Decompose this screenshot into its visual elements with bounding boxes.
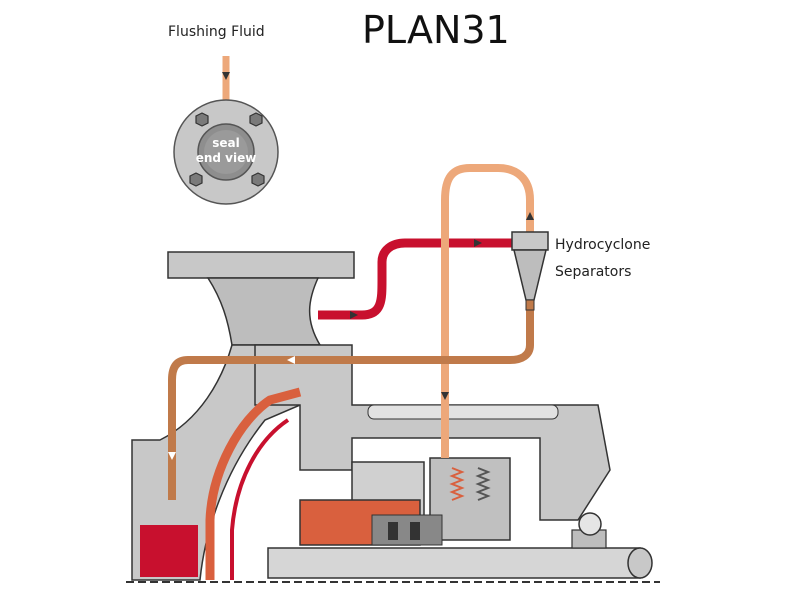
suction-process-fluid (140, 525, 198, 577)
clean-flush-line (441, 164, 534, 458)
gland-bolts (189, 112, 265, 187)
bolt-icon (195, 112, 209, 127)
seal-end-view: seal end view (173, 56, 279, 205)
seal-faces (371, 514, 443, 546)
bearing-ball (578, 512, 602, 536)
bolt-icon (251, 172, 265, 187)
flow-arrow-icon (168, 452, 176, 460)
seal-face-insert (410, 522, 420, 540)
dirty-return-line (168, 305, 534, 500)
hydrocyclone-label-line2: Separators (555, 264, 632, 280)
bracket-slot (367, 404, 559, 420)
impeller-vane (230, 418, 290, 580)
flow-arrow-icon (287, 356, 295, 364)
discharge-nozzle (206, 277, 322, 346)
seal-text-line1: seal (212, 136, 240, 150)
hydrocyclone-head (511, 231, 549, 251)
flow-arrow-icon (526, 212, 534, 220)
bolt-icon (249, 112, 263, 127)
bolt-icon (189, 172, 203, 187)
flow-arrow-icon (350, 311, 358, 319)
flushing-fluid-label: Flushing Fluid (168, 24, 265, 40)
shaft-end (627, 547, 653, 579)
process-supply-line (318, 238, 512, 320)
seal-spring-icon (449, 467, 465, 501)
seal-face-insert (388, 522, 398, 540)
flow-arrow-icon (474, 239, 482, 247)
impeller-shroud (205, 387, 302, 580)
piping (168, 164, 549, 500)
hydrocyclone-label-line1: Hydrocyclone (555, 237, 651, 253)
seal-chamber (429, 457, 511, 541)
pump-shaft (267, 547, 641, 579)
diagram-title: PLAN31 (362, 8, 510, 52)
discharge-flange (167, 251, 355, 279)
seal-spring-icon (475, 467, 491, 501)
inlet-flow-arrow-icon (222, 72, 230, 80)
seal-bore-inner (204, 130, 248, 174)
flow-arrow-icon (441, 392, 449, 400)
pump-assembly (126, 251, 660, 583)
hydrocyclone-cone (513, 249, 547, 301)
hydrocyclone-underflow (525, 299, 535, 311)
seal-text-line2: end view (196, 151, 257, 165)
